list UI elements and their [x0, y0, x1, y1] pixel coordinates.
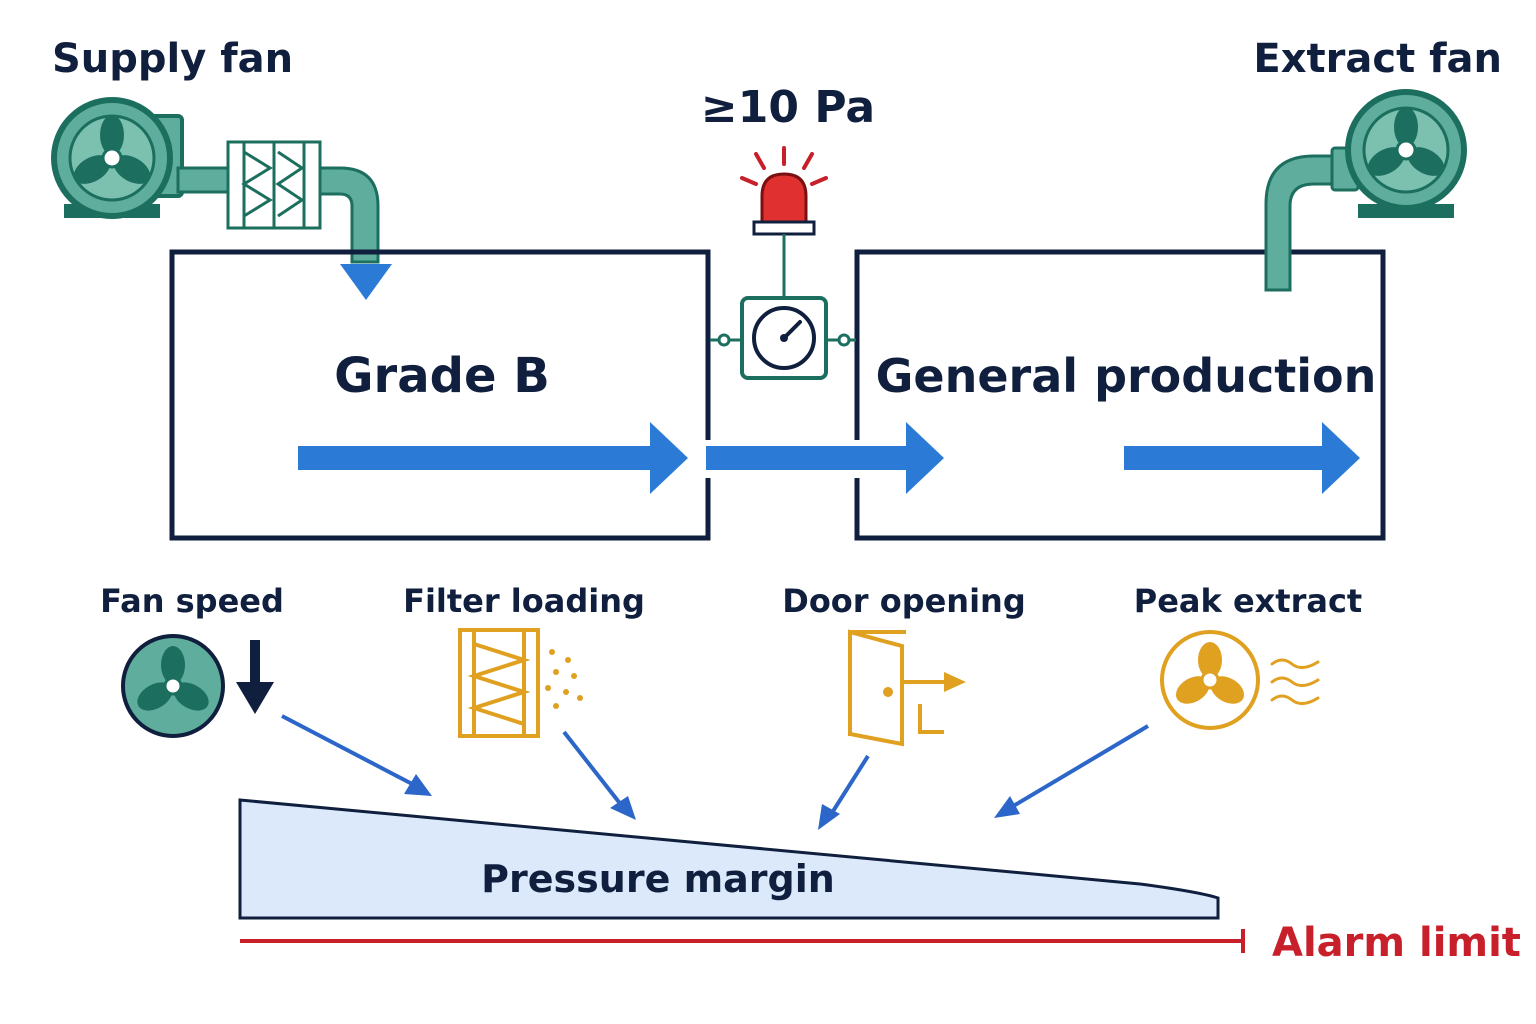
supply-duct	[176, 166, 380, 264]
general-production-room	[854, 249, 1386, 541]
fan-speed-icon	[121, 634, 225, 738]
alarm-beacon-icon	[740, 146, 828, 236]
general-production-room-label: General production	[876, 349, 1377, 403]
pressure-setpoint-label: ≥10 Pa	[701, 82, 875, 133]
grade-b-room-label: Grade B	[334, 348, 550, 404]
airflow-arrow-grade-b	[298, 422, 688, 494]
supply-fan-label: Supply fan	[52, 36, 293, 82]
pressure-gauge-icon	[710, 234, 856, 380]
grade-b-room	[169, 249, 711, 541]
filter-loading-icon	[458, 628, 540, 738]
down-arrow-icon	[236, 640, 274, 714]
airflow-arrow-transfer	[706, 422, 944, 494]
supply-fan-icon	[51, 97, 184, 219]
extract-fan-label: Extract fan	[1253, 36, 1502, 82]
door-icon	[848, 629, 966, 747]
influence-arrow-filter	[562, 730, 624, 808]
influence-arrow-extract	[1008, 724, 1150, 810]
airflow-arrow-production	[1124, 422, 1360, 494]
pressure-margin-wedge	[238, 798, 1220, 920]
factor-door-opening-label: Door opening	[782, 582, 1025, 620]
filter-icon	[226, 140, 322, 230]
factor-filter-loading-label: Filter loading	[403, 582, 645, 620]
pressure-margin-label: Pressure margin	[481, 857, 835, 901]
factor-peak-extract-label: Peak extract	[1134, 582, 1362, 620]
influence-arrow-fan-speed	[281, 714, 417, 788]
factor-fan-speed-label: Fan speed	[100, 582, 284, 620]
peak-extract-fan-icon	[1160, 630, 1260, 730]
airflow-waves-icon	[1270, 658, 1320, 705]
extract-fan-icon	[1330, 89, 1467, 218]
alarm-limit-label: Alarm limit	[1272, 920, 1521, 966]
dust-particles-icon	[545, 649, 583, 709]
supply-air-arrow	[340, 264, 392, 300]
influence-arrow-door	[828, 754, 870, 818]
